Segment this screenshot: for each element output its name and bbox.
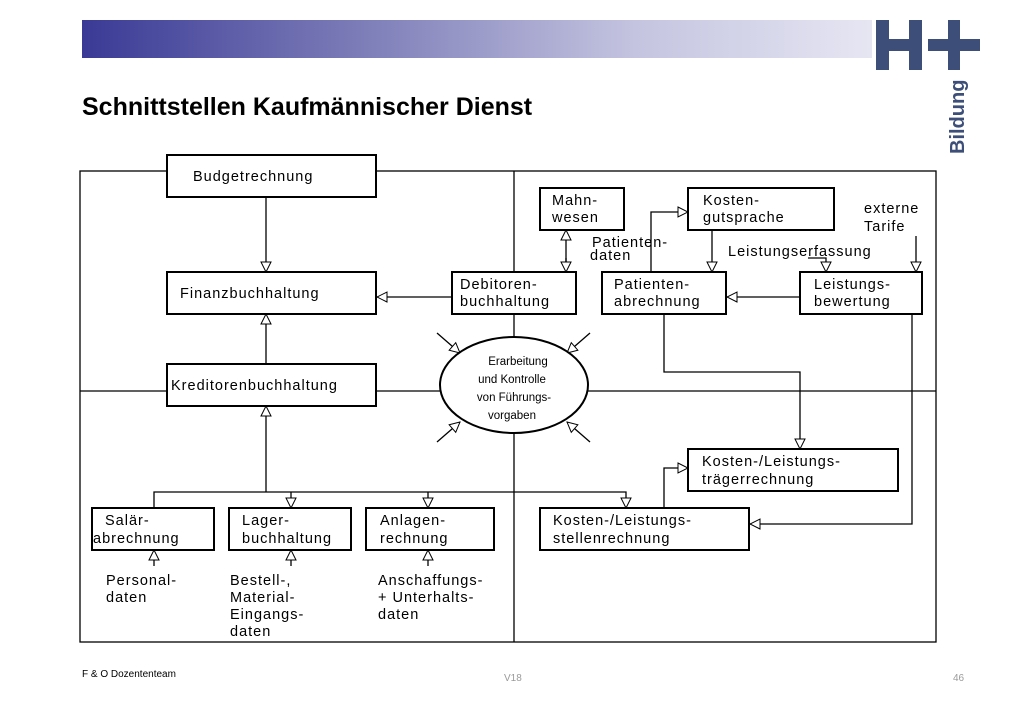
leistungsbewertung-label-1: Leistungs- xyxy=(814,277,891,293)
ellipse-label-2: und Kontrolle xyxy=(478,374,546,386)
lager-box xyxy=(228,507,352,551)
leistungserfassung-label: Leistungserfassung xyxy=(728,244,872,260)
debitoren-box xyxy=(451,271,577,315)
ktr-box xyxy=(687,448,899,492)
kostengutsprache-label-2: gutsprache xyxy=(703,210,785,226)
salaer-label-2: abrechnung xyxy=(93,531,180,547)
ellipse-label-1: Erarbeitung xyxy=(488,356,547,368)
anschaffung-label-3: daten xyxy=(378,607,419,623)
leistungsbewertung-box xyxy=(799,271,923,315)
debitoren-label-1: Debitoren- xyxy=(460,277,538,293)
header-banner xyxy=(82,20,872,58)
externe-tarife-label-1: externe xyxy=(864,201,919,217)
debitoren-label-2: buchhaltung xyxy=(460,294,550,310)
anschaffung-label-1: Anschaffungs- xyxy=(378,573,483,589)
patientenabrechnung-box xyxy=(601,271,727,315)
bestell-label-1: Bestell-, xyxy=(230,573,291,589)
footer-version: V18 xyxy=(504,673,522,684)
h-plus-bildung-logo: Bildung xyxy=(872,16,984,156)
salaer-box xyxy=(91,507,215,551)
mahn-label-1: Mahn- xyxy=(552,193,598,209)
anlagen-box xyxy=(365,507,495,551)
bestell-label-4: daten xyxy=(230,624,271,640)
salaer-label-1: Salär- xyxy=(105,513,150,529)
fuehrungsvorgaben-ellipse xyxy=(439,336,589,434)
lager-label-2: buchhaltung xyxy=(242,531,332,547)
finanz-box xyxy=(166,271,377,315)
ellipse-label-3: von Führungs- xyxy=(477,392,551,404)
personal-label-2: daten xyxy=(106,590,147,606)
lager-label-1: Lager- xyxy=(242,513,290,529)
finanz-label: Finanzbuchhaltung xyxy=(180,286,320,302)
kreditoren-box xyxy=(166,363,377,407)
ktr-label-1: Kosten-/Leistungs- xyxy=(702,454,841,470)
page-number: 46 xyxy=(953,673,965,684)
svg-text:Bildung: Bildung xyxy=(947,80,969,154)
kostengutsprache-label-1: Kosten- xyxy=(703,193,760,209)
anlagen-label-2: rechnung xyxy=(380,531,448,547)
bestell-label-2: Material- xyxy=(230,590,295,606)
externe-tarife-label-2: Tarife xyxy=(864,219,905,235)
kostengutsprache-box xyxy=(687,187,835,231)
ellipse-label-4: vorgaben xyxy=(488,410,536,422)
bestell-label-3: Eingangs- xyxy=(230,607,304,623)
patientendaten-label-2: daten xyxy=(590,248,631,264)
budget-box xyxy=(166,154,377,198)
ktr-label-2: trägerrechnung xyxy=(702,472,814,488)
kst-label-2: stellenrechnung xyxy=(553,531,670,547)
personal-label-1: Personal- xyxy=(106,573,177,589)
slide-title: Schnittstellen Kaufmännischer Dienst xyxy=(82,93,533,121)
mahn-label-2: wesen xyxy=(551,210,599,226)
kreditoren-label: Kreditorenbuchhaltung xyxy=(171,378,338,394)
kst-box xyxy=(539,507,750,551)
leistungsbewertung-label-2: bewertung xyxy=(814,294,891,310)
anschaffung-label-2: + Unterhalts- xyxy=(378,590,474,606)
patientenabrechnung-label-1: Patienten- xyxy=(614,277,690,293)
patientendaten-label-1: Patienten- xyxy=(592,235,668,251)
kst-label-1: Kosten-/Leistungs- xyxy=(553,513,692,529)
mahn-box xyxy=(539,187,625,231)
budget-label: Budgetrechnung xyxy=(193,169,313,185)
footer-author: F & O Dozententeam xyxy=(82,669,176,680)
anlagen-label-1: Anlagen- xyxy=(380,513,446,529)
patientenabrechnung-label-2: abrechnung xyxy=(614,294,701,310)
